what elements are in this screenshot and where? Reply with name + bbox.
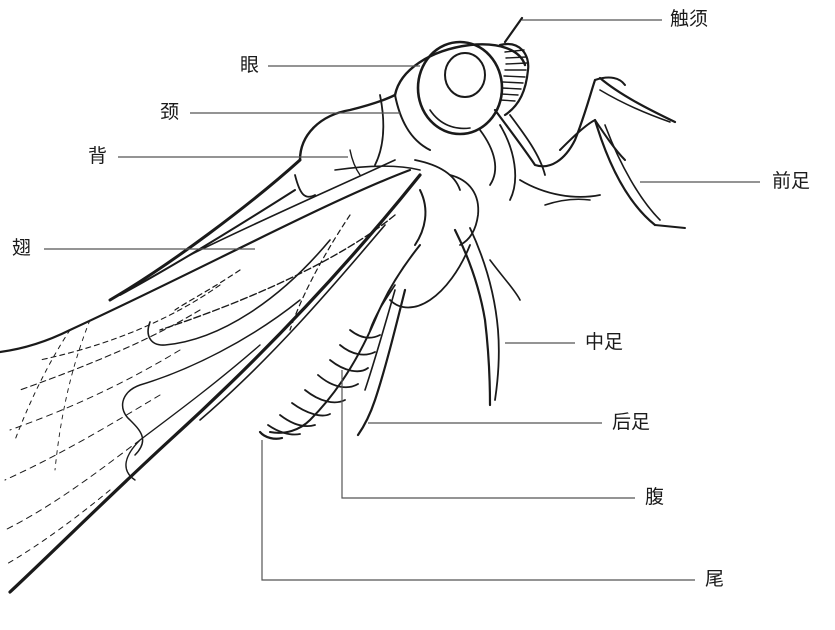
abdomen-drawing xyxy=(260,245,470,439)
label-midleg: 中足 xyxy=(585,333,623,352)
label-abdomen: 腹 xyxy=(645,488,664,507)
label-foreleg: 前足 xyxy=(772,172,810,191)
hindleg-drawing xyxy=(358,290,405,435)
label-wing: 翅 xyxy=(12,239,31,258)
label-hindleg: 后足 xyxy=(612,413,650,432)
label-neck: 颈 xyxy=(160,103,179,122)
wing-drawing xyxy=(0,160,420,592)
foreleg-drawing xyxy=(495,78,685,228)
thorax-drawing xyxy=(295,95,478,245)
label-antenna: 触须 xyxy=(670,10,708,29)
leader-tail xyxy=(262,440,695,580)
leader-abdomen xyxy=(342,370,635,498)
label-eye: 眼 xyxy=(240,56,259,75)
label-tail: 尾 xyxy=(705,570,724,589)
midleg-drawing xyxy=(455,228,520,405)
label-back: 背 xyxy=(88,147,107,166)
head-drawing xyxy=(395,18,528,200)
